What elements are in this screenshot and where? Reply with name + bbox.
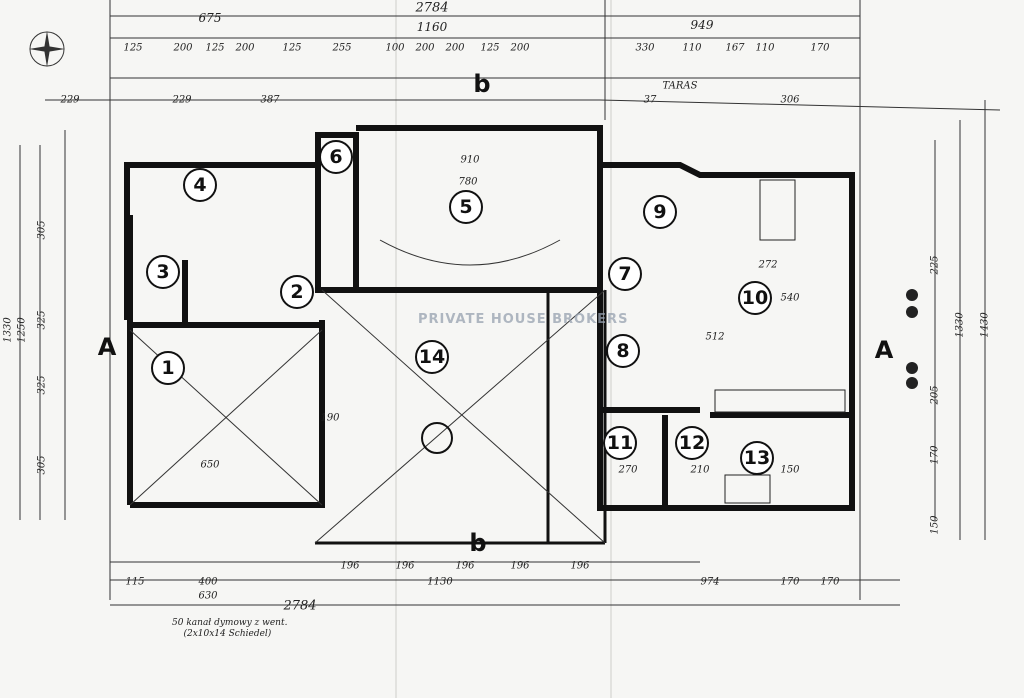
dimension-label: 305: [36, 455, 48, 475]
dimension-label: 200: [415, 42, 435, 54]
section-mark-b-bottom: b: [469, 529, 487, 557]
dimension-label: 2784: [283, 598, 317, 614]
room-number: 13: [740, 441, 774, 475]
dimension-label: 150: [780, 464, 800, 476]
fireplace: [759, 179, 796, 241]
dimension-label: 305: [36, 220, 48, 240]
note-line-1: kanał dymowy z went.: [186, 618, 288, 628]
dimension-label: 229: [60, 94, 80, 106]
note-line-2: (2x10x14 Schiedel): [183, 629, 272, 639]
dimension-label: 1130: [427, 576, 453, 588]
dimension-label: 272: [758, 259, 778, 271]
dimension-label: 540: [780, 292, 800, 304]
room-number: 2: [280, 275, 314, 309]
dimension-label: 974: [700, 576, 720, 588]
dimension-label: 100: [385, 42, 405, 54]
room-number: 9: [643, 195, 677, 229]
bathtub: [724, 474, 771, 504]
dimension-label: 229: [172, 94, 192, 106]
dimension-label: 400: [198, 576, 218, 588]
dimension-label: 170: [929, 445, 941, 465]
dimension-label: 196: [455, 560, 475, 572]
section-mark-a-right: A: [874, 336, 894, 364]
dimension-label: 200: [173, 42, 193, 54]
sockets: [906, 289, 918, 389]
dimension-label: 910: [460, 154, 480, 166]
dimension-label: 190: [320, 412, 340, 424]
pool-outline: [379, 239, 561, 266]
dimension-label: 196: [340, 560, 360, 572]
dimension-label: 110: [755, 42, 775, 54]
compass-rose-icon: [26, 28, 68, 70]
room-number: 3: [146, 255, 180, 289]
duct-size: 50: [172, 618, 184, 628]
dimension-label: 150: [929, 515, 941, 535]
dimension-label: 37: [643, 94, 657, 106]
dimension-label: 675: [198, 11, 222, 25]
dimension-label: 125: [123, 42, 143, 54]
section-mark-b-top: b: [473, 70, 491, 98]
room-number: 12: [675, 426, 709, 460]
dimension-label: 196: [395, 560, 415, 572]
room-number: 6: [319, 140, 353, 174]
dimension-label: 225: [929, 255, 941, 275]
room-number: 11: [603, 426, 637, 460]
dimension-label: 255: [332, 42, 352, 54]
dimension-label: 196: [570, 560, 590, 572]
dimension-label: 270: [618, 464, 638, 476]
dimension-label: 630: [198, 590, 218, 602]
dimension-label: 1330: [954, 312, 966, 338]
room-number: 7: [608, 257, 642, 291]
room-number: 10: [738, 281, 772, 315]
terrace-label: TARAS: [662, 80, 698, 92]
dimension-label: 200: [445, 42, 465, 54]
dimension-lines: [19, 0, 1001, 606]
dimension-label: 512: [705, 331, 725, 343]
dimension-label: 200: [235, 42, 255, 54]
dimension-label: 170: [810, 42, 830, 54]
dimension-label: 2784: [415, 0, 449, 16]
dimension-label: 205: [929, 385, 941, 405]
dimension-label: 210: [690, 464, 710, 476]
dimension-label: 330: [635, 42, 655, 54]
walls: [124, 125, 855, 511]
dimension-label: 115: [125, 576, 145, 588]
room-number: 4: [183, 168, 217, 202]
watermark: PRIVATE HOUSE BROKERS: [418, 312, 629, 327]
dimension-label: 325: [36, 375, 48, 395]
dimension-label: 110: [682, 42, 702, 54]
dimension-label: 167: [725, 42, 745, 54]
room-number: 14: [415, 340, 449, 374]
dimension-label: 325: [36, 310, 48, 330]
dimension-label: 1250: [16, 317, 28, 343]
room-number: 1: [151, 351, 185, 385]
diagonals: [129, 289, 606, 544]
dimension-label: 1330: [2, 317, 14, 343]
dimension-label: 200: [510, 42, 530, 54]
chimney-note: 50 kanał dymowy z went. (2x10x14 Schiede…: [172, 618, 287, 640]
kitchen-counter: [714, 389, 846, 413]
dimension-label: 125: [205, 42, 225, 54]
dimension-label: 125: [480, 42, 500, 54]
dimension-label: 306: [780, 94, 800, 106]
dimension-label: 780: [458, 176, 478, 188]
section-mark-a-left: A: [97, 333, 117, 361]
paper-fold: [395, 0, 397, 698]
dimension-label: 949: [690, 18, 714, 32]
dimension-label: 387: [260, 94, 280, 106]
center-walls: [315, 290, 607, 545]
dimension-label: 196: [510, 560, 530, 572]
room-number: 5: [449, 190, 483, 224]
dimension-label: 170: [820, 576, 840, 588]
dimension-label: 1160: [416, 20, 448, 34]
dimension-label: 125: [282, 42, 302, 54]
spiral-stair: [421, 422, 453, 454]
room-number: 8: [606, 334, 640, 368]
dimension-label: 170: [780, 576, 800, 588]
dimension-label: 650: [200, 459, 220, 471]
dimension-label: 1430: [979, 312, 991, 338]
